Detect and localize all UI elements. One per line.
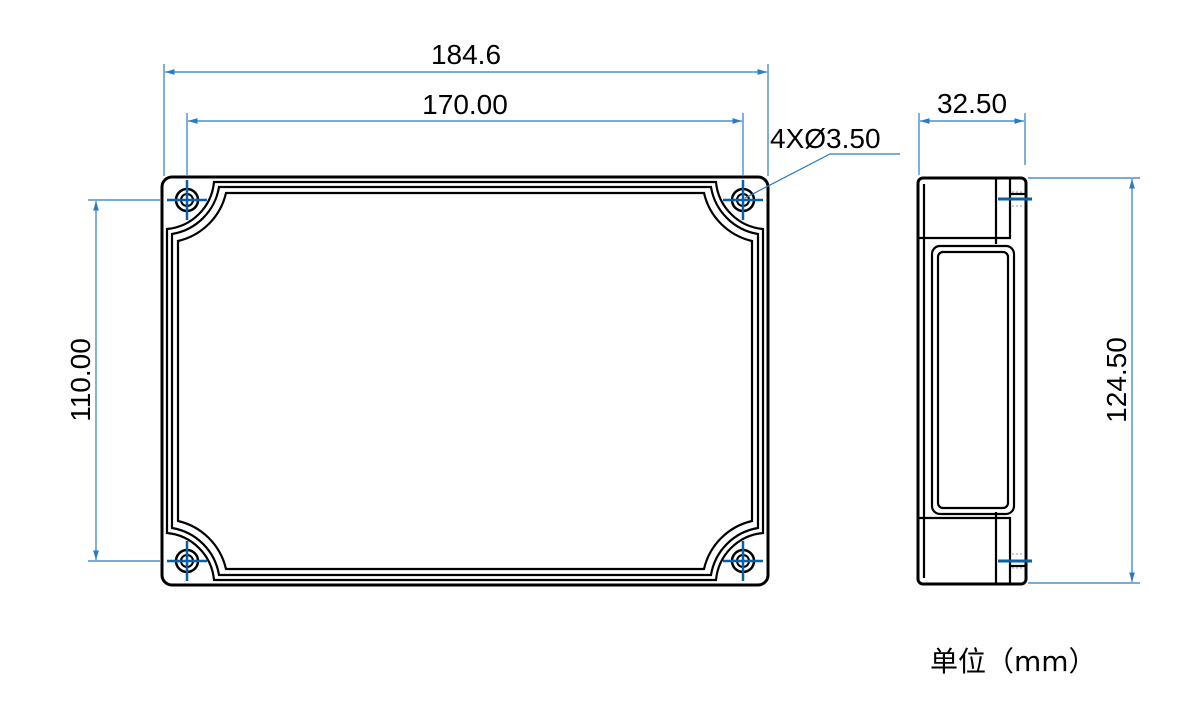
side-outline (916, 176, 1028, 586)
front-view (160, 175, 770, 587)
dim-overall-length: 184.6 (431, 39, 501, 70)
dim-hole-spacing-width: 110.00 (65, 338, 96, 422)
dim-overall-width: 124.50 (1101, 337, 1132, 423)
dim-holes: 4XØ3.50 (770, 123, 881, 154)
dim-hole-spacing-length: 170.00 (422, 89, 508, 120)
dim-height: 32.50 (937, 88, 1007, 119)
inner-contour (165, 180, 765, 582)
unit-label: 单位（mm） (930, 645, 1097, 678)
dimension-lines (88, 64, 1140, 584)
inner-contour (170, 185, 760, 577)
mounting-hole (723, 180, 763, 220)
side-view (916, 176, 1032, 586)
mounting-hole (723, 541, 763, 581)
enclosure-outline (160, 175, 770, 587)
lid-recess (930, 244, 1016, 516)
inner-contour (176, 191, 754, 571)
mounting-hole (167, 180, 207, 220)
mounting-hole (167, 541, 207, 581)
